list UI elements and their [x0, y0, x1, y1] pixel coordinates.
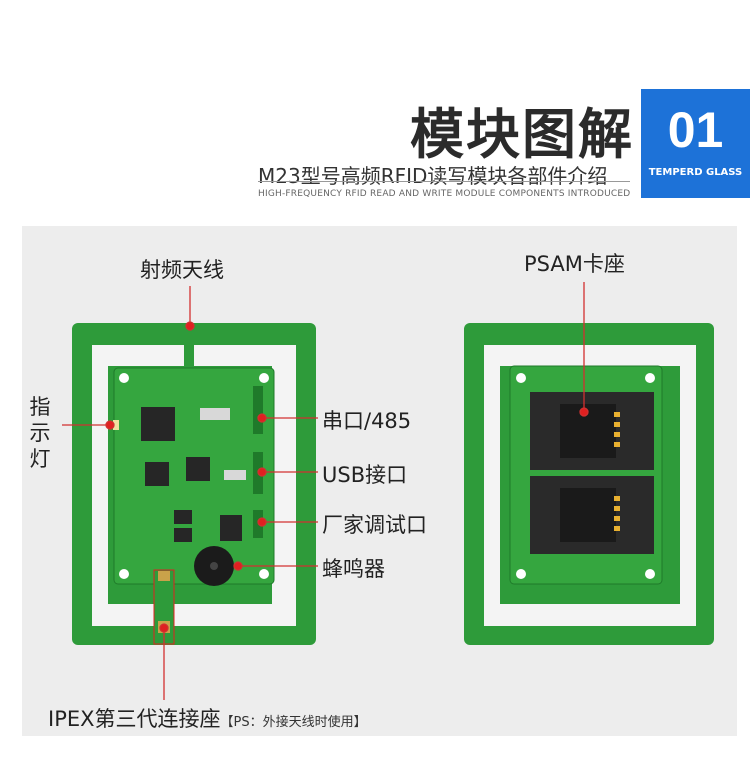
label-buzzer: 蜂鸣器: [322, 557, 385, 581]
label-debug: 厂家调试口: [322, 513, 427, 537]
badge-number: 01: [667, 102, 724, 158]
label-psam: PSAM卡座: [524, 252, 625, 276]
label-antenna: 射频天线: [140, 258, 224, 282]
page-title: 模块图解: [410, 103, 634, 166]
mcu-chip: [141, 407, 175, 441]
label-ipex-note: 【PS：外接天线时使用】: [220, 715, 367, 730]
title-divider: [258, 181, 630, 182]
label-usb: USB接口: [322, 463, 408, 487]
page-subtitle-en: HIGH-FREQUENCY RFID READ AND WRITE MODUL…: [258, 189, 631, 199]
label-indicator: 指示灯: [29, 395, 51, 471]
label-ipex-main: IPEX第三代连接座: [48, 707, 221, 731]
antenna-trace: [92, 345, 296, 626]
label-ipex: IPEX第三代连接座【PS：外接天线时使用】: [48, 703, 367, 733]
usb-chip: [145, 462, 169, 486]
back-board: [464, 323, 714, 645]
number-badge: 01 TEMPERD GLASS: [641, 89, 750, 198]
callouts: [62, 282, 589, 700]
front-board: [72, 323, 316, 645]
label-serial: 串口/485: [322, 409, 412, 433]
badge-text: TEMPERD GLASS: [648, 167, 743, 178]
page-subtitle: M23型号高频RFID读写模块各部件介绍: [258, 164, 608, 188]
